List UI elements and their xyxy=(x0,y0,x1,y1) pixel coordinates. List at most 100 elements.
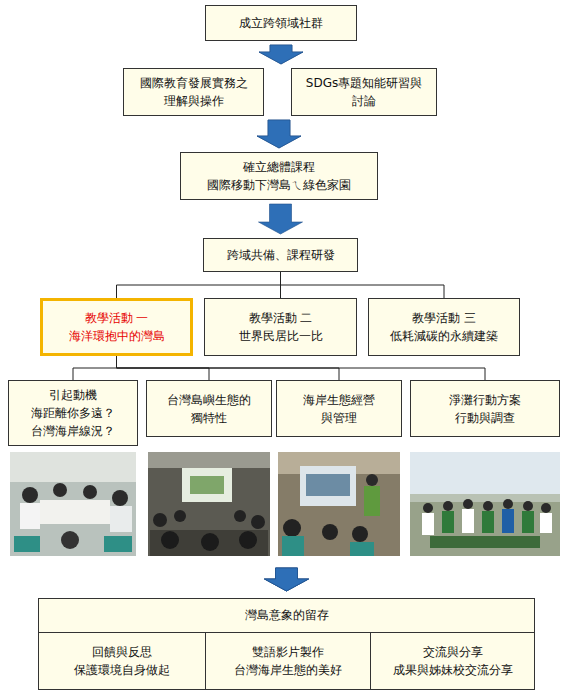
photo-person xyxy=(83,485,97,499)
box-text: 國際移動下灣島ㄟ綠色家園 xyxy=(207,176,351,194)
photo-person xyxy=(503,499,513,509)
summary-cell: 雙語影片製作台灣海岸生態的美好 xyxy=(205,632,370,689)
photo-person xyxy=(482,511,494,533)
box-heading: 教學活動 一 xyxy=(85,309,149,327)
photo-sky xyxy=(410,452,560,556)
photo-screen xyxy=(300,466,356,506)
photo-slide xyxy=(306,474,350,496)
tree-connector xyxy=(73,356,117,380)
photo-chair xyxy=(104,536,132,552)
block-arrow xyxy=(265,568,309,591)
photo-person xyxy=(463,499,473,509)
photo-person xyxy=(540,513,552,533)
box-heading: 教學活動 二 xyxy=(249,309,313,327)
photo-person xyxy=(502,509,514,533)
photo-person xyxy=(483,501,493,511)
photo-slide xyxy=(190,476,224,494)
photo-person xyxy=(112,490,128,506)
box-text: 國際教育發展實務之 理解與操作 xyxy=(132,74,255,110)
photo-person xyxy=(161,531,179,549)
box-heading: 回饋與反思 xyxy=(92,643,152,661)
photo-person xyxy=(522,511,534,533)
block-arrow xyxy=(257,120,301,148)
block-arrow xyxy=(265,568,309,591)
photo-person xyxy=(153,513,167,527)
box-heading: 雙語影片製作 xyxy=(252,643,324,661)
photo-person xyxy=(251,515,265,529)
process-box: 台灣島嶼生態的 獨特性 xyxy=(146,380,272,437)
photo-person xyxy=(366,474,378,486)
block-arrow xyxy=(259,45,303,64)
box-text: 台灣海岸生態的美好 xyxy=(234,661,342,679)
photo-ground xyxy=(410,500,560,556)
process-box: 教學活動 二世界民居比一比 xyxy=(204,298,357,356)
photo-front-row xyxy=(430,536,540,548)
photo-person xyxy=(61,531,79,549)
summary-cell: 交流與分享成果與姊妹校交流分享 xyxy=(370,632,534,689)
process-box: 淨灘行動方案行動與調查 xyxy=(410,380,560,437)
photo-person xyxy=(352,526,368,542)
photo-desks xyxy=(150,530,268,556)
lecture-photo xyxy=(148,452,270,556)
box-text: 成果與姊妹校交流分享 xyxy=(393,661,513,679)
block-arrow xyxy=(265,568,309,591)
box-heading: 交流與分享 xyxy=(423,643,483,661)
presentation-photo xyxy=(278,452,400,556)
box-text: 成立跨領域社群 xyxy=(239,14,323,32)
photo-chair xyxy=(350,542,374,556)
summary-cell: 回饋與反思保護環境自身做起 xyxy=(39,632,205,689)
box-text: SDGs專題知能研習與 討論 xyxy=(304,74,424,110)
process-box: 國際教育發展實務之 理解與操作 xyxy=(123,68,264,116)
photo-person xyxy=(174,510,186,522)
process-box: 跨域共備、課程研發 xyxy=(203,238,358,272)
box-text: 跨域共備、課程研發 xyxy=(227,246,335,264)
box-text: 低耗減碳的永續建築 xyxy=(390,327,498,345)
photo-person xyxy=(541,503,551,513)
photo-person xyxy=(523,501,533,511)
photo-person xyxy=(110,506,132,532)
block-arrow xyxy=(259,204,303,234)
photo-person xyxy=(322,524,338,540)
photo-person xyxy=(423,503,433,513)
photo-wall xyxy=(10,452,136,482)
photo-ceiling xyxy=(148,452,270,468)
photo-person xyxy=(283,519,301,537)
process-box: 成立跨領域社群 xyxy=(205,5,357,41)
classroom-photo xyxy=(10,452,136,556)
box-heading: 淨灘行動方案 xyxy=(449,391,521,409)
process-box: 教學活動 一海洋環抱中的灣島 xyxy=(40,298,193,356)
photo-person xyxy=(201,533,219,551)
block-arrow xyxy=(265,568,309,591)
photo-ground xyxy=(278,452,400,556)
process-box: SDGs專題知能研習與 討論 xyxy=(291,68,437,116)
box-text: 行動與調查 xyxy=(455,409,515,427)
photo-person xyxy=(53,483,67,497)
box-text: 海距離你多遠？ 台灣海岸線況？ xyxy=(15,404,131,440)
tree-connector xyxy=(117,356,486,380)
box-text: 灣島意象的留存 xyxy=(39,599,534,632)
process-box: 海岸生態經營 與管理 xyxy=(276,380,402,437)
photo-person xyxy=(239,531,257,549)
photo-person xyxy=(234,510,246,522)
process-box: 引起動機海距離你多遠？ 台灣海岸線況？ xyxy=(8,380,138,446)
photo-person xyxy=(422,513,434,535)
box-text: 世界民居比一比 xyxy=(239,327,323,345)
photo-person xyxy=(20,503,40,529)
photo-person xyxy=(442,511,454,533)
box-heading: 教學活動 三 xyxy=(412,309,476,327)
box-heading: 引起動機 xyxy=(49,386,97,404)
photo-person xyxy=(22,487,38,503)
box-text: 台灣島嶼生態的 獨特性 xyxy=(155,391,263,427)
photo-ground xyxy=(148,452,270,556)
photo-ground xyxy=(10,452,136,556)
photo-screen xyxy=(182,468,232,502)
photo-person xyxy=(462,509,474,533)
beach-photo xyxy=(410,452,560,556)
photo-person xyxy=(364,486,380,516)
photo-table xyxy=(40,500,110,524)
box-text: 海洋環抱中的灣島 xyxy=(69,327,165,345)
block-arrow xyxy=(259,45,303,64)
box-text: 保護環境自身做起 xyxy=(74,661,170,679)
box-heading: 確立總體課程 xyxy=(243,158,315,176)
